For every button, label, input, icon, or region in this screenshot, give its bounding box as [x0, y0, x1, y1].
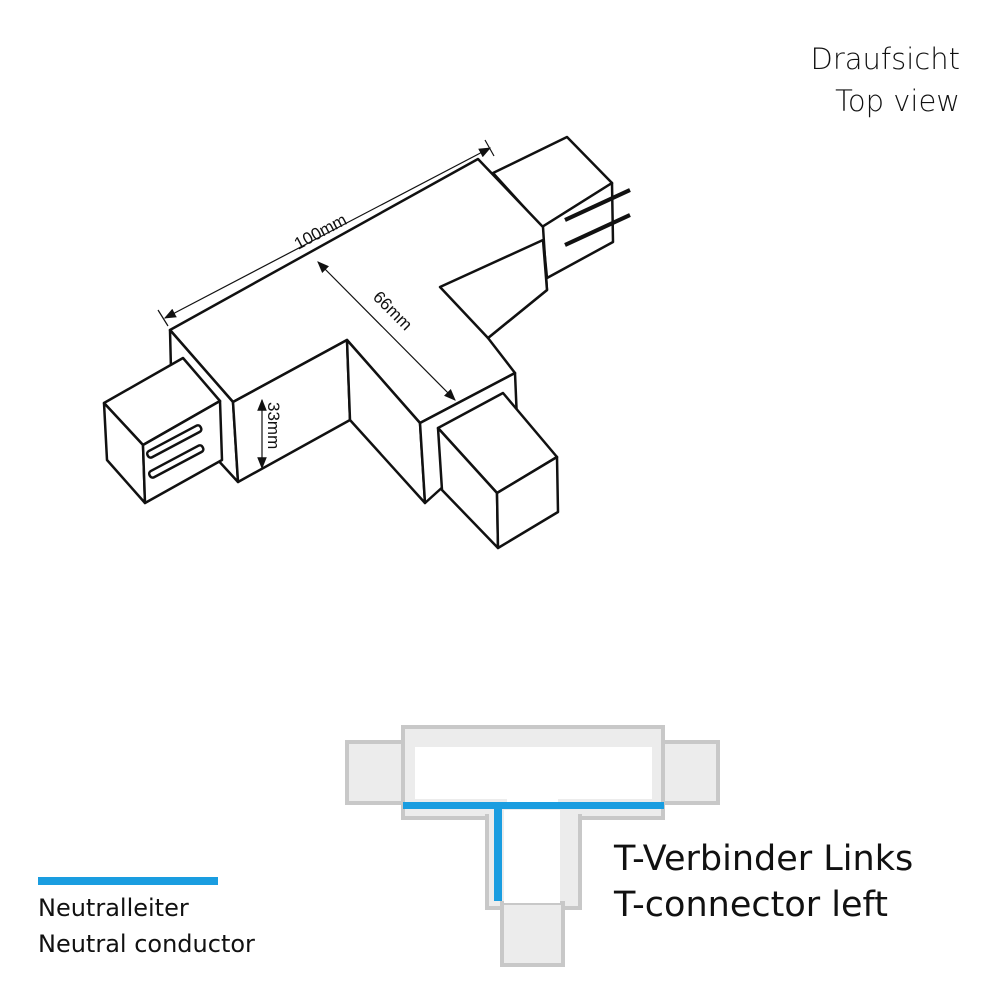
legend: Neutralleiter Neutral conductor	[38, 890, 255, 962]
product-title-en: T-connector left	[614, 885, 888, 925]
legend-neutral-swatch	[38, 877, 218, 885]
legend-en: Neutral conductor	[38, 930, 255, 958]
view-label-de: Draufsicht	[810, 42, 960, 76]
product-title-de: T-Verbinder Links	[614, 839, 914, 879]
front-plug	[436, 391, 560, 550]
dimension-lines	[157, 139, 495, 470]
legend-de: Neutralleiter	[38, 894, 189, 922]
dimension-height: 33mm	[264, 402, 283, 449]
view-label-en: Top view	[835, 84, 960, 118]
neutral-conductor-line	[403, 802, 664, 901]
left-plug	[102, 356, 224, 505]
view-label: Draufsicht Top view	[811, 38, 960, 122]
product-title: T-Verbinder Links T-connector left	[614, 836, 913, 928]
